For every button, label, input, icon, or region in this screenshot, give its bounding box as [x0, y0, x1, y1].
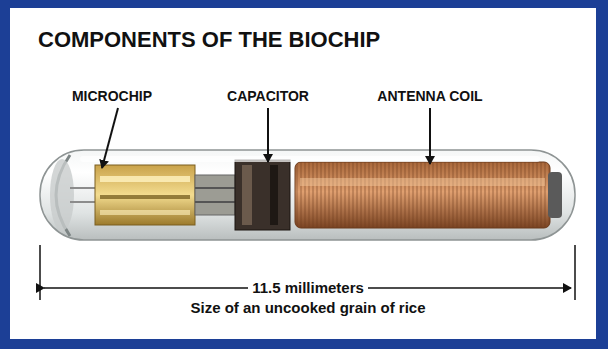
dimension-label: 11.5 millimeters [248, 280, 368, 297]
part-label: CAPACITOR [227, 89, 309, 104]
part-label: MICROCHIP [72, 89, 152, 104]
dimension-note: Size of an uncooked grain of rice [190, 300, 425, 317]
title: COMPONENTS OF THE BIOCHIP [38, 28, 380, 52]
part-label: ANTENNA COIL [377, 89, 482, 104]
